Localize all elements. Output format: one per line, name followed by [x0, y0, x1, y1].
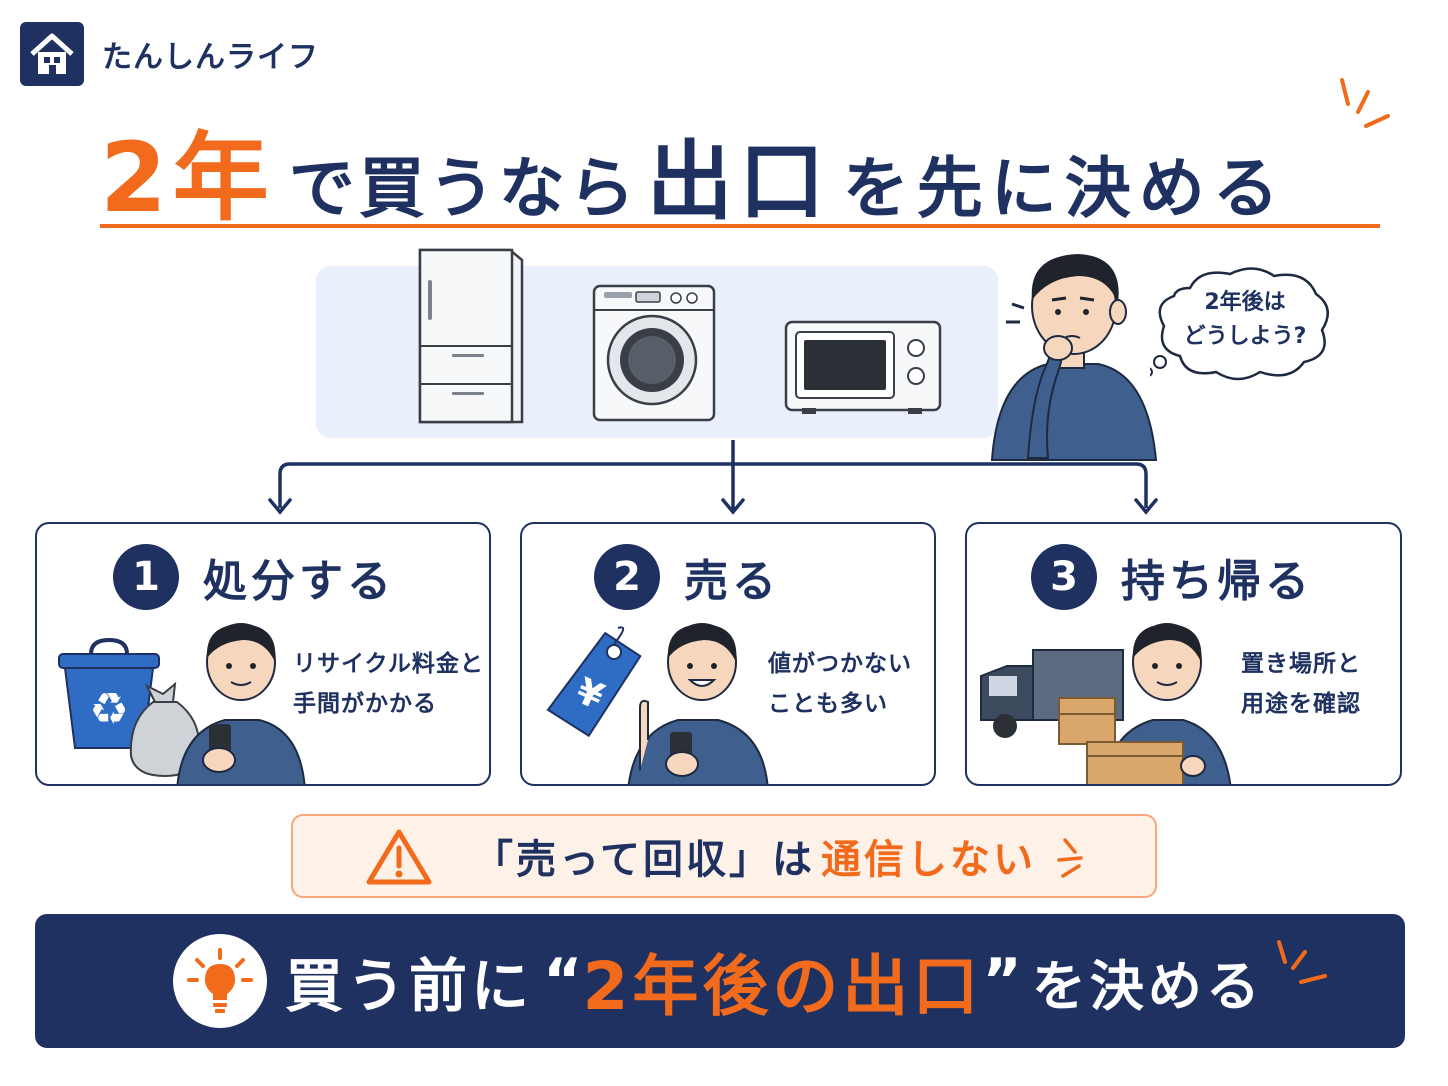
- option-title: 処分する: [203, 556, 395, 607]
- warning-icon: [366, 829, 432, 885]
- option-note-line-2: 用途を確認: [1241, 691, 1361, 717]
- person-with-phone-icon: [176, 623, 306, 784]
- washing-machine-icon: [592, 284, 716, 422]
- warning-text-main: 「売って回収」は: [473, 837, 815, 883]
- title-part-decide: を先に決める: [842, 150, 1287, 227]
- warning-text-emphasis: 通信しない: [821, 837, 1036, 883]
- footer-open-quote: “: [543, 946, 583, 1016]
- option-number-badge: 2: [594, 544, 660, 610]
- footer-text-emphasis: 2年後の出口: [582, 948, 983, 1025]
- option-card-sell: 2 売る 値がつかない ことも多い ¥: [520, 522, 936, 786]
- warning-text: 「売って回収」は 通信しない: [473, 816, 1036, 896]
- thought-line-1: 2年後は: [1204, 290, 1286, 315]
- option-note: リサイクル料金と 手間がかかる: [293, 644, 484, 724]
- option-title: 持ち帰る: [1121, 556, 1313, 607]
- footer-text-after: を決める: [1031, 954, 1264, 1018]
- footer-text-before: 買う前に: [285, 952, 534, 1020]
- option-note-line-1: リサイクル料金と: [293, 651, 484, 677]
- option-note-line-1: 値がつかない: [768, 651, 912, 677]
- person-with-phone-icon: [627, 623, 769, 784]
- cardboard-box-icon: [1058, 697, 1116, 745]
- footer-close-quote: ”: [982, 946, 1022, 1016]
- brand-name: たんしんライフ: [102, 40, 319, 75]
- title-part-buy: で買うなら: [288, 150, 639, 227]
- person-carrying-box-icon: [1086, 623, 1232, 784]
- emphasis-sparks-icon: [1057, 838, 1083, 878]
- emphasis-sparks-icon: [1340, 78, 1390, 128]
- title-part-exit: 出口: [646, 132, 831, 232]
- brand: たんしんライフ: [20, 22, 319, 86]
- option-title: 売る: [684, 556, 780, 607]
- option-header: 3 持ち帰る: [1031, 544, 1313, 610]
- light-bulb-icon: [173, 934, 267, 1028]
- thought-bubble: [1150, 267, 1329, 381]
- option-note: 値がつかない ことも多い: [768, 644, 912, 724]
- option-note-line-2: 手間がかかる: [293, 691, 437, 717]
- footer-text: 買う前に “ 2年後の出口 ” を決める: [285, 914, 1264, 1048]
- option-note-line-1: 置き場所と: [1241, 651, 1361, 677]
- option-card-take-home: 3 持ち帰る 置き場所と 用途を確認: [965, 522, 1402, 786]
- footer-banner: 買う前に “ 2年後の出口 ” を決める: [35, 914, 1405, 1048]
- option-header: 1 処分する: [113, 544, 395, 610]
- fridge-icon: [418, 248, 524, 424]
- microwave-icon: [784, 320, 942, 414]
- house-icon: [20, 22, 84, 86]
- thought-line-2: どうしよう?: [1183, 324, 1307, 349]
- option-number-badge: 1: [113, 544, 179, 610]
- yen-price-tag-icon: ¥: [546, 626, 642, 738]
- option-card-dispose: 1 処分する リサイクル料金と 手間がかかる ♻: [35, 522, 491, 786]
- thinking-person-icon: [990, 254, 1158, 461]
- garbage-bag-icon: [129, 681, 201, 778]
- recycle-bin-icon: ♻: [58, 637, 160, 749]
- flow-arrows: [268, 440, 1158, 515]
- thought-bubble-text: 2年後は どうしよう?: [1168, 286, 1322, 354]
- option-note: 置き場所と 用途を確認: [1241, 644, 1361, 724]
- svg-text:♻: ♻: [89, 684, 128, 735]
- option-header: 2 売る: [594, 544, 780, 610]
- page-title: 2年 で買うなら 出口 を先に決める: [100, 100, 1380, 234]
- option-note-line-2: ことも多い: [768, 691, 888, 717]
- warning-banner: 「売って回収」は 通信しない: [291, 814, 1157, 898]
- emphasis-sparks-icon: [1277, 940, 1327, 984]
- title-part-2-years: 2年: [100, 122, 275, 234]
- title-underline: [100, 224, 1380, 228]
- option-number-badge: 3: [1031, 544, 1097, 610]
